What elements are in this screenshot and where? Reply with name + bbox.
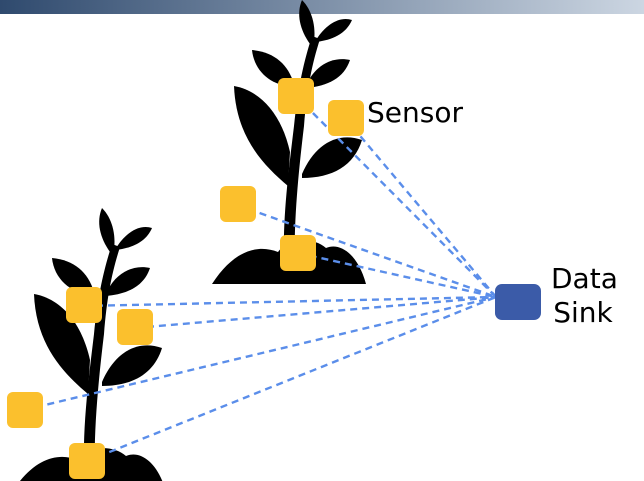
sensor-node-icon bbox=[66, 287, 102, 323]
top-bar bbox=[0, 0, 644, 14]
link-line bbox=[86, 295, 497, 463]
sensor-node-icon bbox=[278, 78, 314, 114]
link-line bbox=[297, 251, 497, 299]
sensor-node-icon bbox=[280, 235, 316, 271]
sensor-node-icon bbox=[7, 392, 43, 428]
link-line bbox=[23, 295, 497, 412]
data-sink-label: Data Sink bbox=[551, 262, 618, 330]
sensor-node-icon bbox=[220, 186, 256, 222]
data-sink-label-line1: Data bbox=[551, 262, 618, 295]
link-line bbox=[236, 203, 497, 299]
sensor-node-icon bbox=[117, 309, 153, 345]
link-line bbox=[134, 295, 497, 330]
data-sink-label-line2: Sink bbox=[553, 296, 613, 329]
sensor-node-icon bbox=[69, 443, 105, 479]
sensor-links bbox=[23, 95, 497, 463]
link-line bbox=[344, 117, 497, 298]
sensor-node-icon bbox=[328, 100, 364, 136]
link-line bbox=[83, 295, 497, 308]
data-sink-icon bbox=[495, 284, 541, 320]
sensor-label: Sensor bbox=[367, 96, 463, 129]
